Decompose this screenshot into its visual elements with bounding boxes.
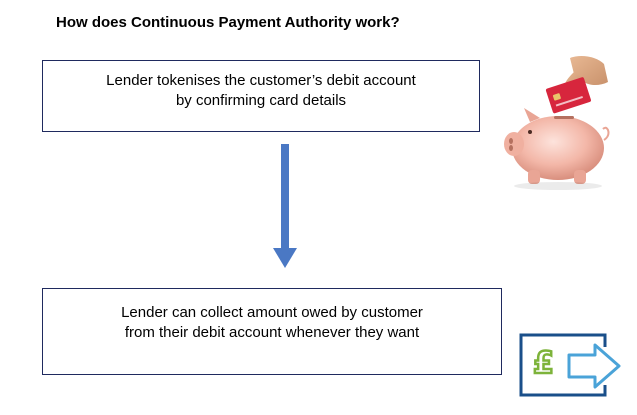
- step-box-collect: Lender can collect amount owed by custom…: [42, 288, 502, 375]
- step-2-line-2: from their debit account whenever they w…: [124, 324, 420, 341]
- down-arrow-icon: [273, 144, 297, 268]
- svg-text:£: £: [533, 346, 554, 381]
- step-1-line-2: by confirming card details: [175, 92, 347, 109]
- pound-transfer-icon: £: [519, 333, 621, 397]
- step-box-tokenise: Lender tokenises the customer’s debit ac…: [42, 60, 480, 132]
- diagram-title: How does Continuous Payment Authority wo…: [56, 14, 400, 31]
- step-1-line-1: Lender tokenises the customer’s debit ac…: [106, 72, 416, 89]
- step-2-line-1: Lender can collect amount owed by custom…: [121, 304, 423, 321]
- piggy-bank-card-icon: [504, 56, 610, 190]
